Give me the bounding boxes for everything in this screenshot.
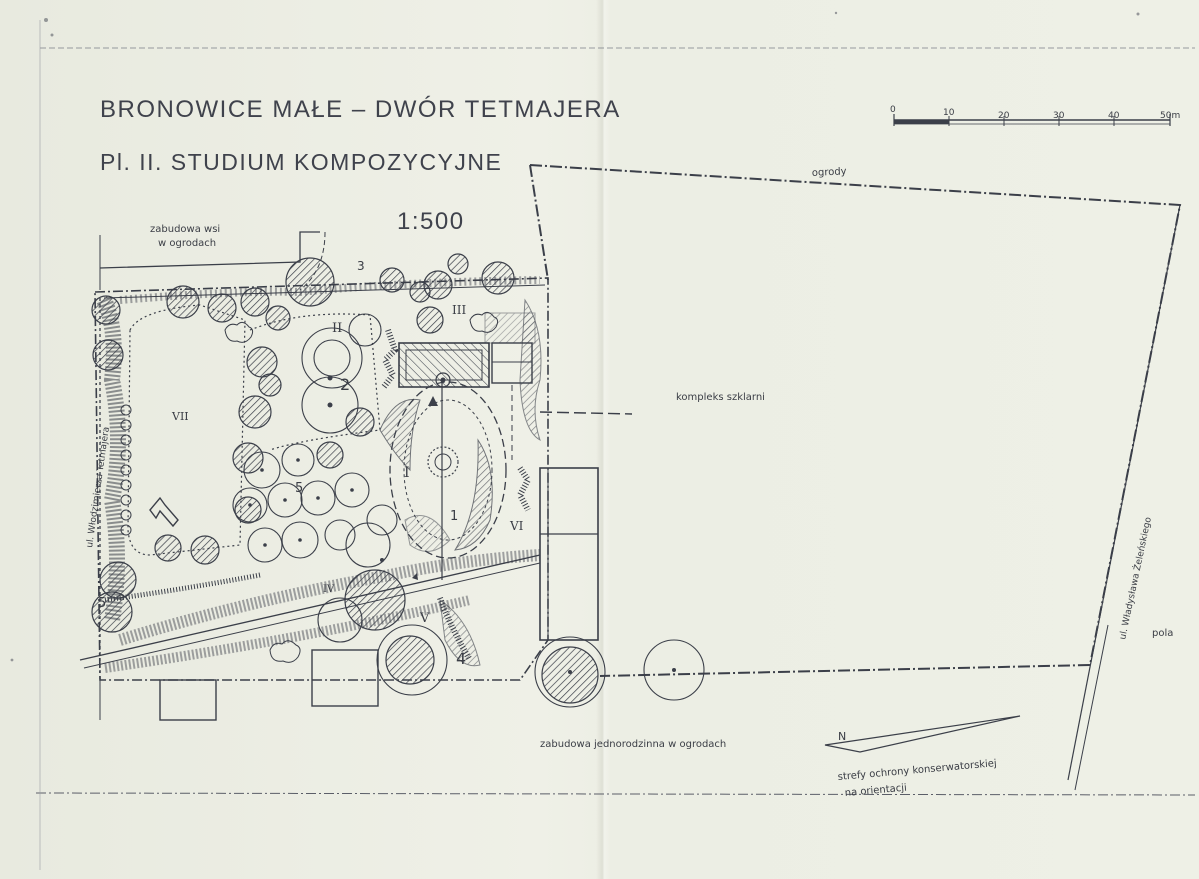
south-plot-2	[311, 649, 379, 707]
greenhouse-boundary	[529, 164, 1182, 677]
scale-text: 1:500	[397, 208, 465, 235]
zone-i: I	[404, 465, 410, 481]
number-1: 1	[450, 509, 458, 524]
paper-fold	[596, 0, 610, 879]
label-kompleks-szklarni: kompleks szklarni	[676, 392, 765, 403]
frame-bottom-line	[35, 792, 1196, 796]
label-w-ogrodach: w ogrodach	[158, 238, 216, 249]
road-zelenskiego-edge-1	[1067, 204, 1181, 781]
label-zabudowa-wsi: zabudowa wsi	[150, 224, 220, 235]
zone-ii: II	[332, 321, 342, 336]
title-line-2: Pl. II. STUDIUM KOMPOZYCYJNE	[100, 149, 502, 175]
diagonal-path-edge-1	[79, 554, 541, 661]
scale-bar: 0 10 20 30 40 50m	[890, 105, 1180, 126]
number-2: 2	[340, 375, 350, 394]
south-hedge-2	[104, 595, 472, 673]
diagonal-path-edge-2	[83, 562, 541, 669]
scale-tick-20: 20	[998, 111, 1010, 121]
scale-tick-0: 0	[890, 105, 896, 115]
number-5-a: 5	[295, 481, 303, 496]
label-ul-zelenskiego: ul. Władysława Żeleńskiego	[1117, 516, 1154, 641]
manor-house-inner	[405, 349, 483, 381]
paper-marks	[10, 11, 1140, 662]
number-4: 4	[456, 649, 466, 668]
number-5-b: 5	[98, 596, 106, 611]
village-plot-edge	[99, 231, 320, 269]
number-3: 3	[357, 259, 365, 273]
road-zelenskiego-edge-2	[1074, 624, 1109, 791]
scale-tick-30: 30	[1053, 111, 1065, 121]
north-arrow: N	[824, 715, 1021, 753]
label-pola: pola	[1152, 628, 1173, 639]
title-line-1: BRONOWICE MAŁE – DWÓR TETMAJERA	[100, 96, 621, 123]
zone-v: V	[419, 611, 430, 626]
trees-hatched	[91, 253, 599, 704]
label-ul-tetmajera: ul. Włodzimierza Tetmajera	[85, 426, 112, 548]
zone-vii: VII	[171, 410, 189, 423]
zone-vi: VI	[509, 519, 524, 533]
shrub-masses	[379, 298, 542, 667]
label-na-orientacji: na orientacji	[844, 783, 907, 799]
cloud-shrubs	[224, 311, 499, 663]
view-arrow-north	[428, 396, 438, 406]
meadow-vii-outline	[127, 304, 246, 556]
zone-iv: IV	[323, 584, 335, 595]
label-ogrody: ogrody	[812, 166, 847, 179]
fountain-circle	[427, 446, 459, 478]
scale-tick-10: 10	[943, 108, 955, 118]
fountain-centre	[434, 453, 452, 471]
label-strefy: strefy ochrony konserwatorskiej	[837, 758, 997, 783]
view-arrow	[412, 573, 418, 580]
direction-arrow	[149, 496, 179, 528]
trees-open	[232, 313, 705, 708]
zone-iii: III	[452, 303, 466, 317]
south-plot-1	[159, 679, 217, 721]
label-zabudowa-jednorodzinna: zabudowa jednorodzinna w ogrodach	[540, 739, 726, 750]
garden-oval-path	[389, 381, 507, 559]
scale-tick-40: 40	[1108, 111, 1120, 121]
scale-tick-50: 50m	[1160, 111, 1180, 121]
west-shrub-row	[120, 404, 132, 536]
greenhouse-strip	[539, 467, 599, 641]
service-road-dash	[539, 411, 633, 415]
north-label: N	[838, 730, 846, 743]
